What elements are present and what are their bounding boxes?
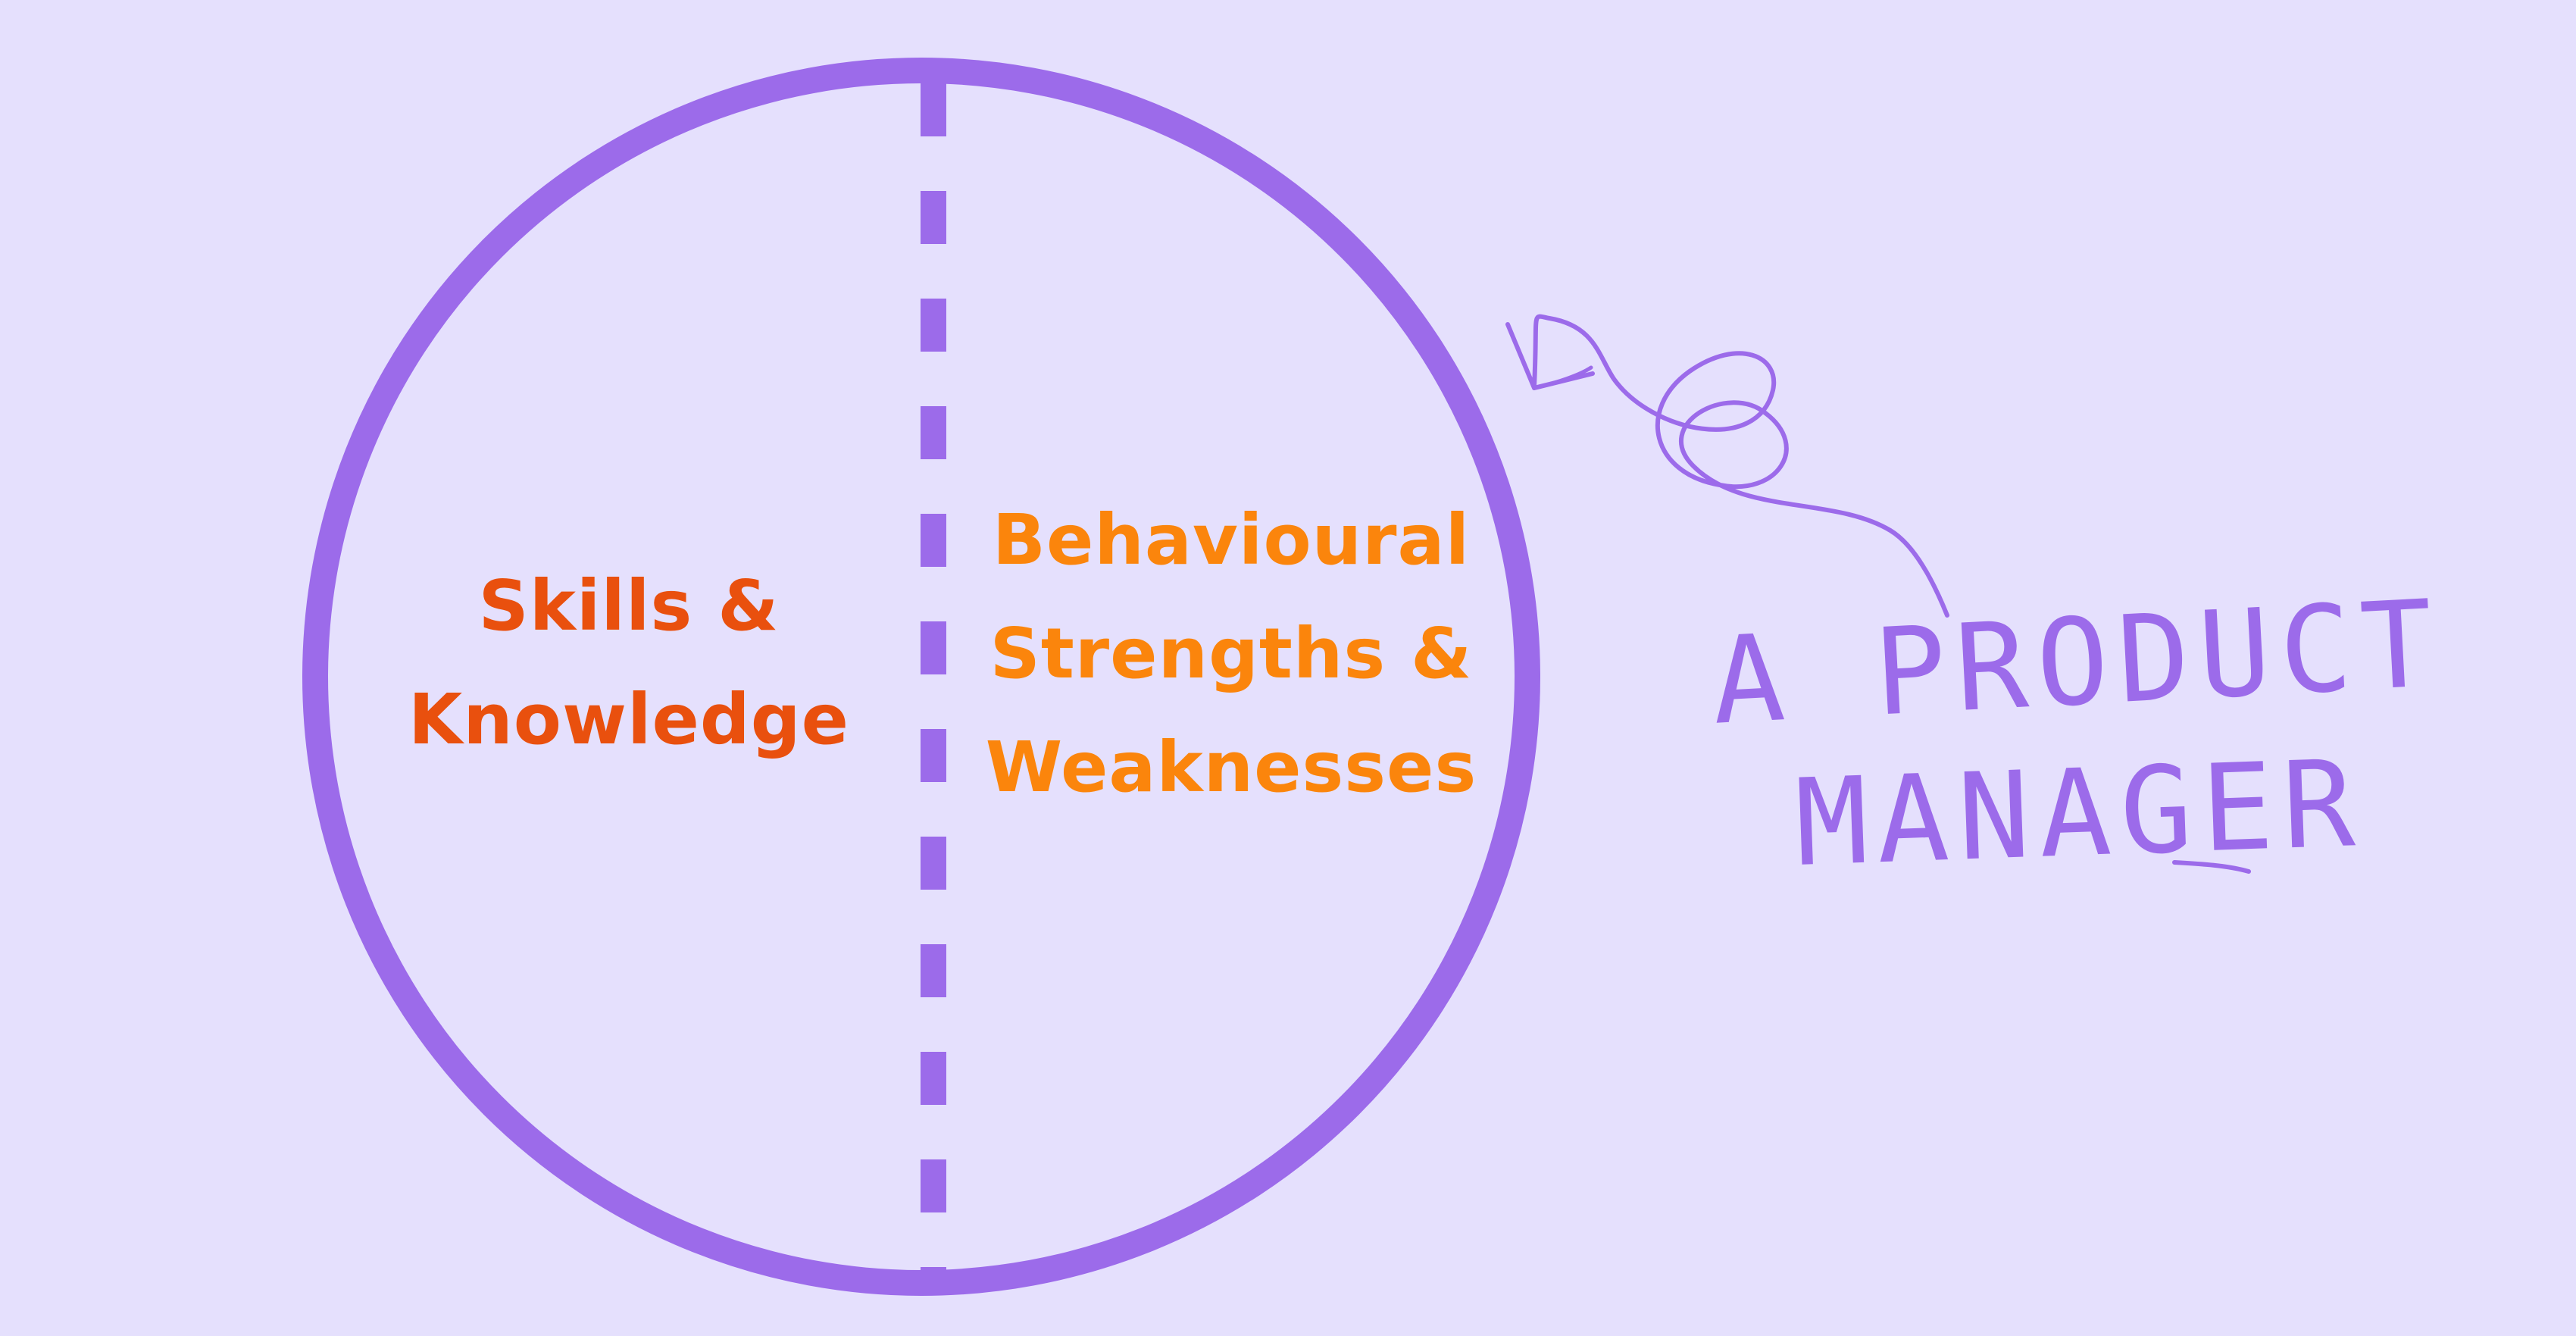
arrow-flourish xyxy=(1532,365,1593,390)
annotation-flourish xyxy=(2172,860,2251,874)
behavioural-label: Behavioural Strengths & Weaknesses xyxy=(951,483,1512,824)
arrowhead-icon xyxy=(1505,322,1595,390)
right-label-line-1: Behavioural xyxy=(992,499,1471,580)
left-label-line-1: Skills & xyxy=(478,565,780,646)
annotation-line-2: MANAGER xyxy=(1793,734,2366,893)
right-label-line-2: Strengths & xyxy=(989,613,1473,694)
left-label-line-2: Knowledge xyxy=(408,679,850,760)
outer-circle xyxy=(302,58,1540,1296)
right-label-line-3: Weaknesses xyxy=(985,727,1477,808)
curly-arrow xyxy=(1532,314,1949,618)
skills-knowledge-label: Skills & Knowledge xyxy=(333,549,924,777)
